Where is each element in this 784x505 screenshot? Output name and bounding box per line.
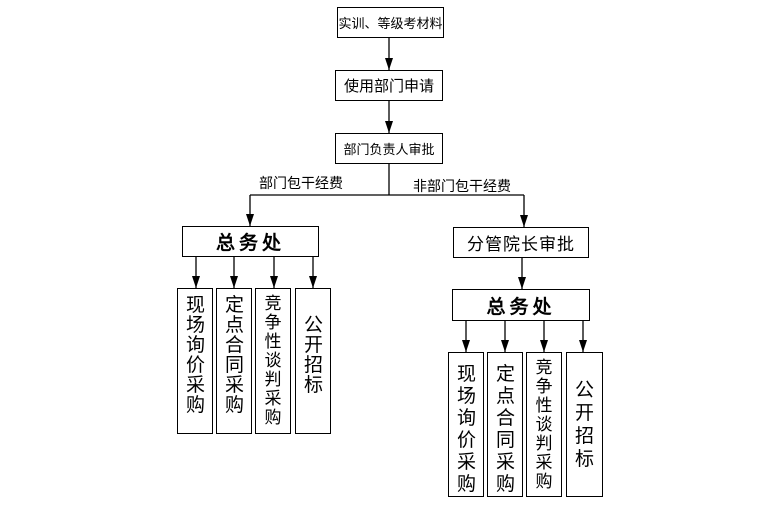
method-left-competitive-negotiation: 竞争性谈判采购 <box>255 288 291 434</box>
node-general-affairs-left-label: 总务处 <box>215 232 285 254</box>
node-materials-label: 实训、等级考材料 <box>338 17 443 32</box>
method-label: 定点合同采购 <box>225 294 245 416</box>
node-dept-apply-label: 使用部门申请 <box>343 77 434 95</box>
node-dept-head: 部门负责人审批 <box>335 133 443 164</box>
node-general-affairs-right: 总务处 <box>452 289 590 321</box>
method-left-fixed-contract: 定点合同采购 <box>216 288 252 434</box>
method-label: 定点合同采购 <box>496 363 516 495</box>
node-vice-president: 分管院长审批 <box>453 227 589 258</box>
method-right-onsite-inquiry: 现场询价采购 <box>448 352 484 497</box>
method-right-public-tender: 公开招标 <box>566 352 603 497</box>
node-dept-apply: 使用部门申请 <box>335 70 443 101</box>
method-right-fixed-contract: 定点合同采购 <box>487 352 523 497</box>
node-dept-head-label: 部门负责人审批 <box>343 143 435 158</box>
node-vice-president-label: 分管院长审批 <box>467 235 575 255</box>
node-general-affairs-left: 总务处 <box>182 226 319 257</box>
node-general-affairs-right-label: 总务处 <box>486 295 556 318</box>
method-label: 竞争性谈判采购 <box>264 294 282 428</box>
method-label: 现场询价采购 <box>457 363 477 495</box>
branch-label-left: 部门包干经费 <box>259 176 343 192</box>
method-label: 现场询价采购 <box>186 294 206 416</box>
method-left-public-tender: 公开招标 <box>295 288 331 434</box>
method-label: 竞争性谈判采购 <box>535 358 553 492</box>
method-label: 公开招标 <box>575 379 595 470</box>
method-right-competitive-negotiation: 竞争性谈判采购 <box>526 352 562 497</box>
node-materials: 实训、等级考材料 <box>337 7 444 38</box>
branch-label-right: 非部门包干经费 <box>413 179 511 195</box>
method-left-onsite-inquiry: 现场询价采购 <box>177 288 213 434</box>
method-label: 公开招标 <box>304 314 324 396</box>
